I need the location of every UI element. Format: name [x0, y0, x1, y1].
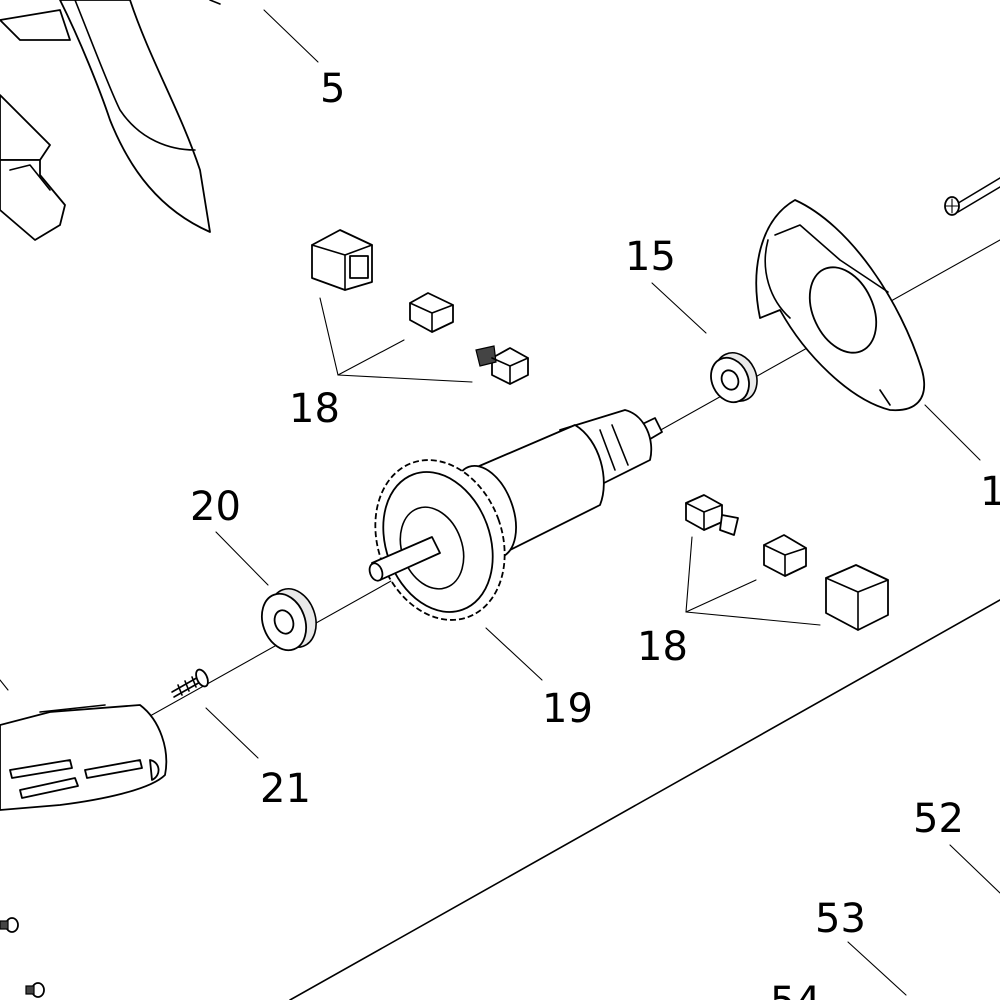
leader-lines — [205, 9, 1000, 996]
callout-53: 53 — [815, 896, 866, 942]
callout-54: 54 — [770, 979, 821, 1000]
carbon-brush-upper-a — [409, 292, 454, 333]
brush-holder-upper — [311, 229, 373, 291]
bearing-15 — [710, 352, 758, 404]
callout-20: 20 — [190, 484, 241, 530]
base-edge-line — [289, 599, 1000, 1000]
armature-19 — [368, 409, 663, 621]
carbon-brush-lower-b — [763, 534, 807, 577]
screw-top-right — [944, 177, 1000, 216]
bearing-20 — [261, 588, 317, 652]
brush-holder-lower — [825, 564, 889, 631]
handle-housing-part — [0, 0, 221, 241]
carbon-brush-lower-a — [685, 494, 739, 536]
callout-19: 19 — [542, 686, 593, 732]
callout-18-upper: 18 — [289, 386, 340, 432]
baffle-ring-part — [755, 199, 925, 412]
spring-21 — [171, 668, 209, 698]
callout-15: 15 — [625, 234, 676, 280]
carbon-brush-upper-b — [475, 345, 529, 385]
motor-housing-part — [0, 679, 168, 811]
callout-18-lower: 18 — [637, 624, 688, 670]
callout-52: 52 — [913, 796, 964, 842]
callout-21: 21 — [260, 766, 311, 812]
screws-bottom-left — [0, 917, 45, 998]
callout-1: 1 — [980, 469, 1000, 515]
callout-5: 5 — [320, 66, 345, 112]
